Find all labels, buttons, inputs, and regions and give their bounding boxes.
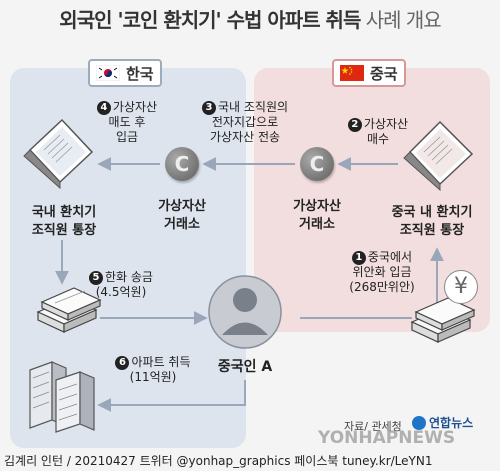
- korea-flag-icon: [96, 65, 120, 81]
- title-light: 사례 개요: [365, 8, 442, 32]
- china-label: 중국: [332, 59, 406, 87]
- china-exchange-label: 가상자산 거래소: [293, 199, 341, 232]
- title-bold: 외국인 '코인 환치기' 수법 아파트 취득: [59, 8, 361, 32]
- logo: 연합뉴스: [412, 414, 473, 431]
- korea-label: 한국: [88, 59, 162, 87]
- china-coin-icon: C: [300, 147, 334, 181]
- korea-label-text: 한국: [126, 64, 154, 83]
- china-flag-icon: [340, 65, 364, 81]
- china-cash-icon: [410, 297, 476, 343]
- logo-text: 연합뉴스: [429, 416, 474, 430]
- china-account-label: 중국 내 환치기 조직원 통장: [391, 205, 473, 238]
- apartment-icon: [29, 361, 95, 433]
- source-note: 자료/ 관세청: [344, 420, 402, 433]
- yuan-icon: ¥: [444, 270, 478, 304]
- watermark: YONHAPNEWS: [318, 428, 456, 448]
- footer-credit: 김계리 인턴 / 20210427 트위터 @yonhap_graphics 페…: [4, 454, 433, 468]
- china-label-text: 중국: [370, 64, 398, 83]
- korea-cash-icon: [36, 287, 102, 333]
- china-laptop-icon: [403, 120, 474, 192]
- logo-mark-icon: [412, 415, 426, 430]
- korea-exchange-label: 가상자산 거래소: [158, 199, 206, 232]
- korea-account-label: 국내 환치기 조직원 통장: [31, 205, 97, 238]
- person-icon: [208, 275, 282, 349]
- korea-coin-icon: C: [165, 147, 199, 181]
- korea-laptop-icon: [23, 118, 94, 190]
- page-title: 외국인 '코인 환치기' 수법 아파트 취득 사례 개요: [0, 4, 500, 33]
- person-label: 중국인 A: [217, 359, 273, 375]
